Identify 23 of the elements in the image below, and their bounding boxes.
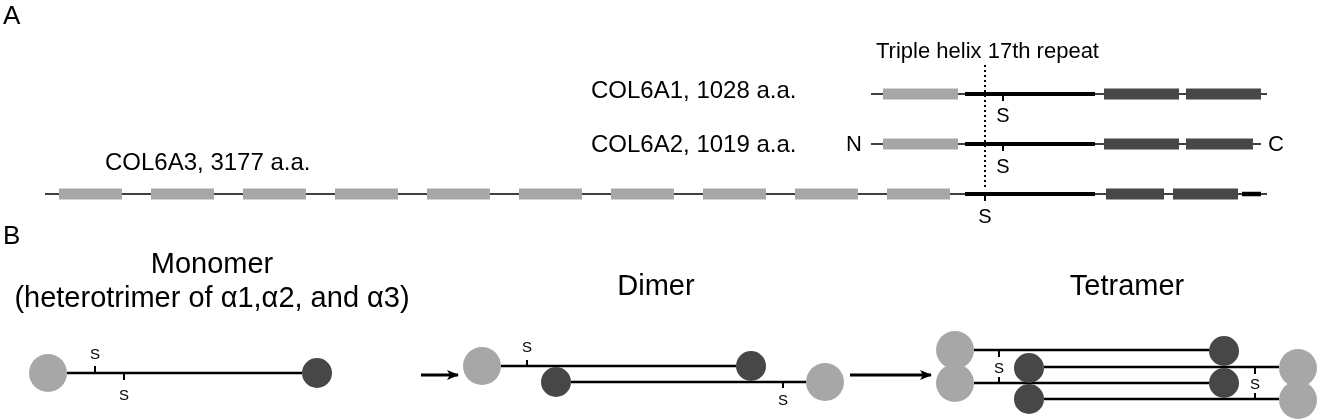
stage-title: Monomer (149, 246, 275, 280)
arrow (850, 370, 932, 380)
cysteine-label: S (978, 205, 992, 227)
cysteine-label: S (1250, 374, 1260, 392)
cysteine-label: S (522, 337, 532, 355)
panel-letter: A (3, 0, 21, 30)
terminus-label: C (1268, 132, 1284, 156)
stage-title: Dimer (617, 268, 695, 302)
stage-title: Tetramer (1069, 268, 1185, 302)
chain-name-label: COL6A2, 1019 a.a. (591, 131, 797, 157)
cysteine-label: S (90, 344, 100, 362)
chain-name-label: COL6A1, 1028 a.a. (591, 77, 797, 103)
stage-subtitle: (heterotrimer of α1,α2, and α3) (14, 280, 410, 314)
panel-letter: B (3, 220, 21, 250)
cysteine-label: S (996, 104, 1010, 126)
cysteine-label: S (119, 385, 129, 403)
arrow (421, 370, 459, 380)
annotation-label: Triple helix 17th repeat (876, 39, 1099, 63)
terminus-label: N (846, 132, 862, 156)
chain-name-label: COL6A3, 3177 a.a. (105, 149, 311, 175)
cysteine-label: S (994, 358, 1004, 376)
cysteine-label: S (778, 390, 788, 408)
cysteine-label: S (996, 155, 1010, 177)
